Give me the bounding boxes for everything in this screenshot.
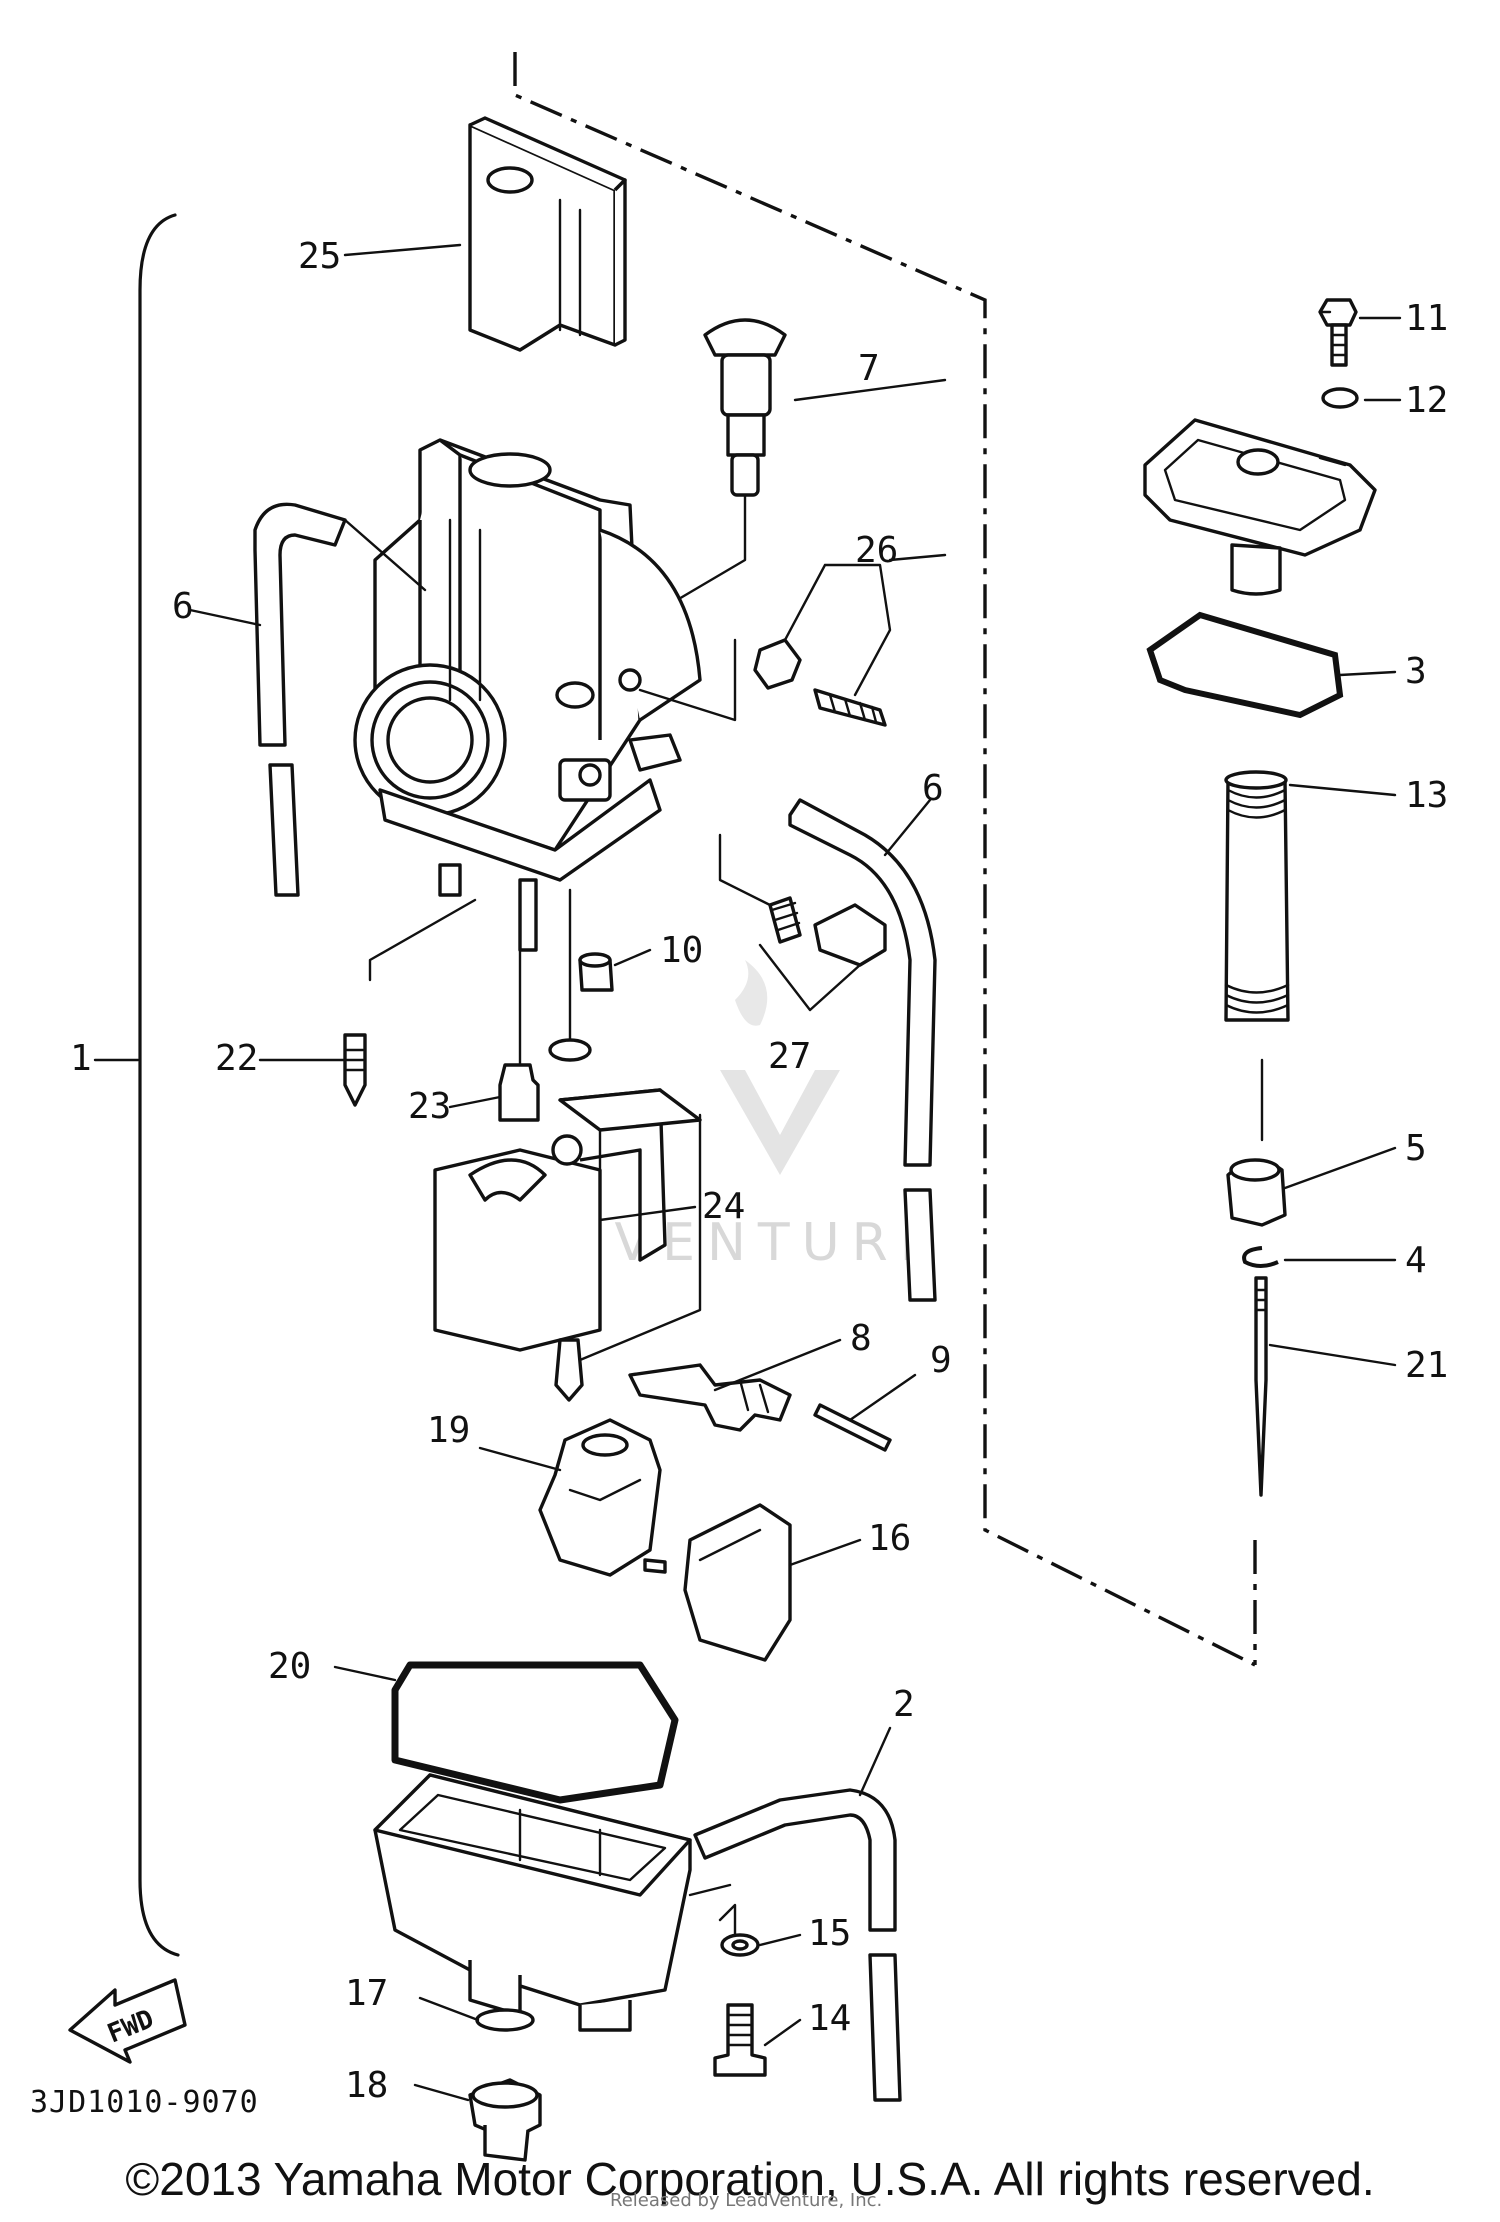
- part-14-screw: [713, 2003, 767, 2077]
- part-6-overflow-hose-right: [788, 798, 937, 1302]
- part-19-holder: [538, 1418, 667, 1577]
- part-18-drain-plug: [468, 2078, 542, 2162]
- callout-9: 9: [930, 1340, 952, 1381]
- part-7-starter-plunger: [573, 318, 787, 662]
- part-20-gasket: [391, 1661, 679, 1804]
- fwd-arrow: FWD: [68, 1978, 187, 2064]
- callout-4: 4: [1405, 1240, 1427, 1281]
- leader-lines: [93, 243, 1402, 2102]
- callout-19: 19: [427, 1410, 470, 1451]
- callout-21: 21: [1405, 1345, 1448, 1386]
- released-by-note: Released by LeadVenture, Inc.: [610, 2190, 883, 2211]
- part-17-washer: [475, 2008, 535, 2032]
- callout-22: 22: [215, 1038, 258, 1079]
- carburetor-body: [353, 438, 702, 952]
- callout-17: 17: [345, 1973, 388, 2014]
- part-22-pilot-jet: [343, 898, 477, 1107]
- part-8-float-arm: [628, 1363, 792, 1432]
- part-6-vent-hose-left: [253, 502, 427, 897]
- copyright-notice: ©2013 Yamaha Motor Corporation, U.S.A. A…: [125, 2153, 1375, 2205]
- callout-24: 24: [702, 1186, 745, 1227]
- callout-23: 23: [408, 1086, 451, 1127]
- callout-11: 11: [1405, 298, 1448, 339]
- callout-13: 13: [1405, 775, 1448, 816]
- callout-7: 7: [858, 348, 880, 389]
- callout-15: 15: [808, 1913, 851, 1954]
- part-11-screw: [1318, 298, 1358, 367]
- part-13-spring: [1224, 770, 1290, 1142]
- part-4-clip: [1242, 1246, 1279, 1268]
- part-3-gasket: [1146, 611, 1344, 719]
- callout-labels: 25 7 6 26 6 10 27 1 22 23 24 8 9 19 16 2…: [70, 236, 1448, 2106]
- dashed-outline: [513, 52, 1256, 1667]
- callout-10: 10: [660, 930, 703, 971]
- callout-6-left: 6: [172, 586, 194, 627]
- callout-26: 26: [855, 530, 898, 571]
- part-12-washer: [1321, 387, 1359, 409]
- part-5-needle-holder: [1226, 1158, 1287, 1227]
- float-chamber: [373, 1773, 737, 2032]
- callout-27: 27: [768, 1036, 811, 1077]
- part-23-main-jet: [498, 888, 572, 1122]
- callout-8: 8: [850, 1318, 872, 1359]
- callout-14: 14: [808, 1998, 851, 2039]
- part-24-float: [433, 1038, 702, 1362]
- part-25-throttle-slide: [468, 116, 627, 352]
- needle-valve: [554, 1338, 584, 1402]
- part-26-pilot-air-screw: [638, 563, 892, 727]
- callout-25: 25: [298, 236, 341, 277]
- assembly-bracket: [138, 213, 180, 1957]
- part-2-drain-hose: [693, 1788, 902, 2102]
- part-code: 3JD1010-9070: [30, 2085, 259, 2120]
- callout-18: 18: [345, 2065, 388, 2106]
- callout-2: 2: [893, 1684, 915, 1725]
- part-10-jet-nut: [578, 952, 614, 992]
- part-9-float-pin: [813, 1403, 892, 1452]
- callout-1: 1: [70, 1038, 92, 1079]
- top-cover: [1143, 418, 1377, 596]
- part-16-cover: [683, 1503, 792, 1662]
- part-27-throttle-stop-screw: [718, 833, 887, 1012]
- part-15-washer: [720, 1933, 760, 1957]
- callout-16: 16: [868, 1518, 911, 1559]
- part-21-jet-needle: [1254, 1276, 1268, 1497]
- callout-3: 3: [1405, 651, 1427, 692]
- callout-6-right: 6: [922, 768, 944, 809]
- callout-12: 12: [1405, 380, 1448, 421]
- callout-20: 20: [268, 1646, 311, 1687]
- callout-5: 5: [1405, 1128, 1427, 1169]
